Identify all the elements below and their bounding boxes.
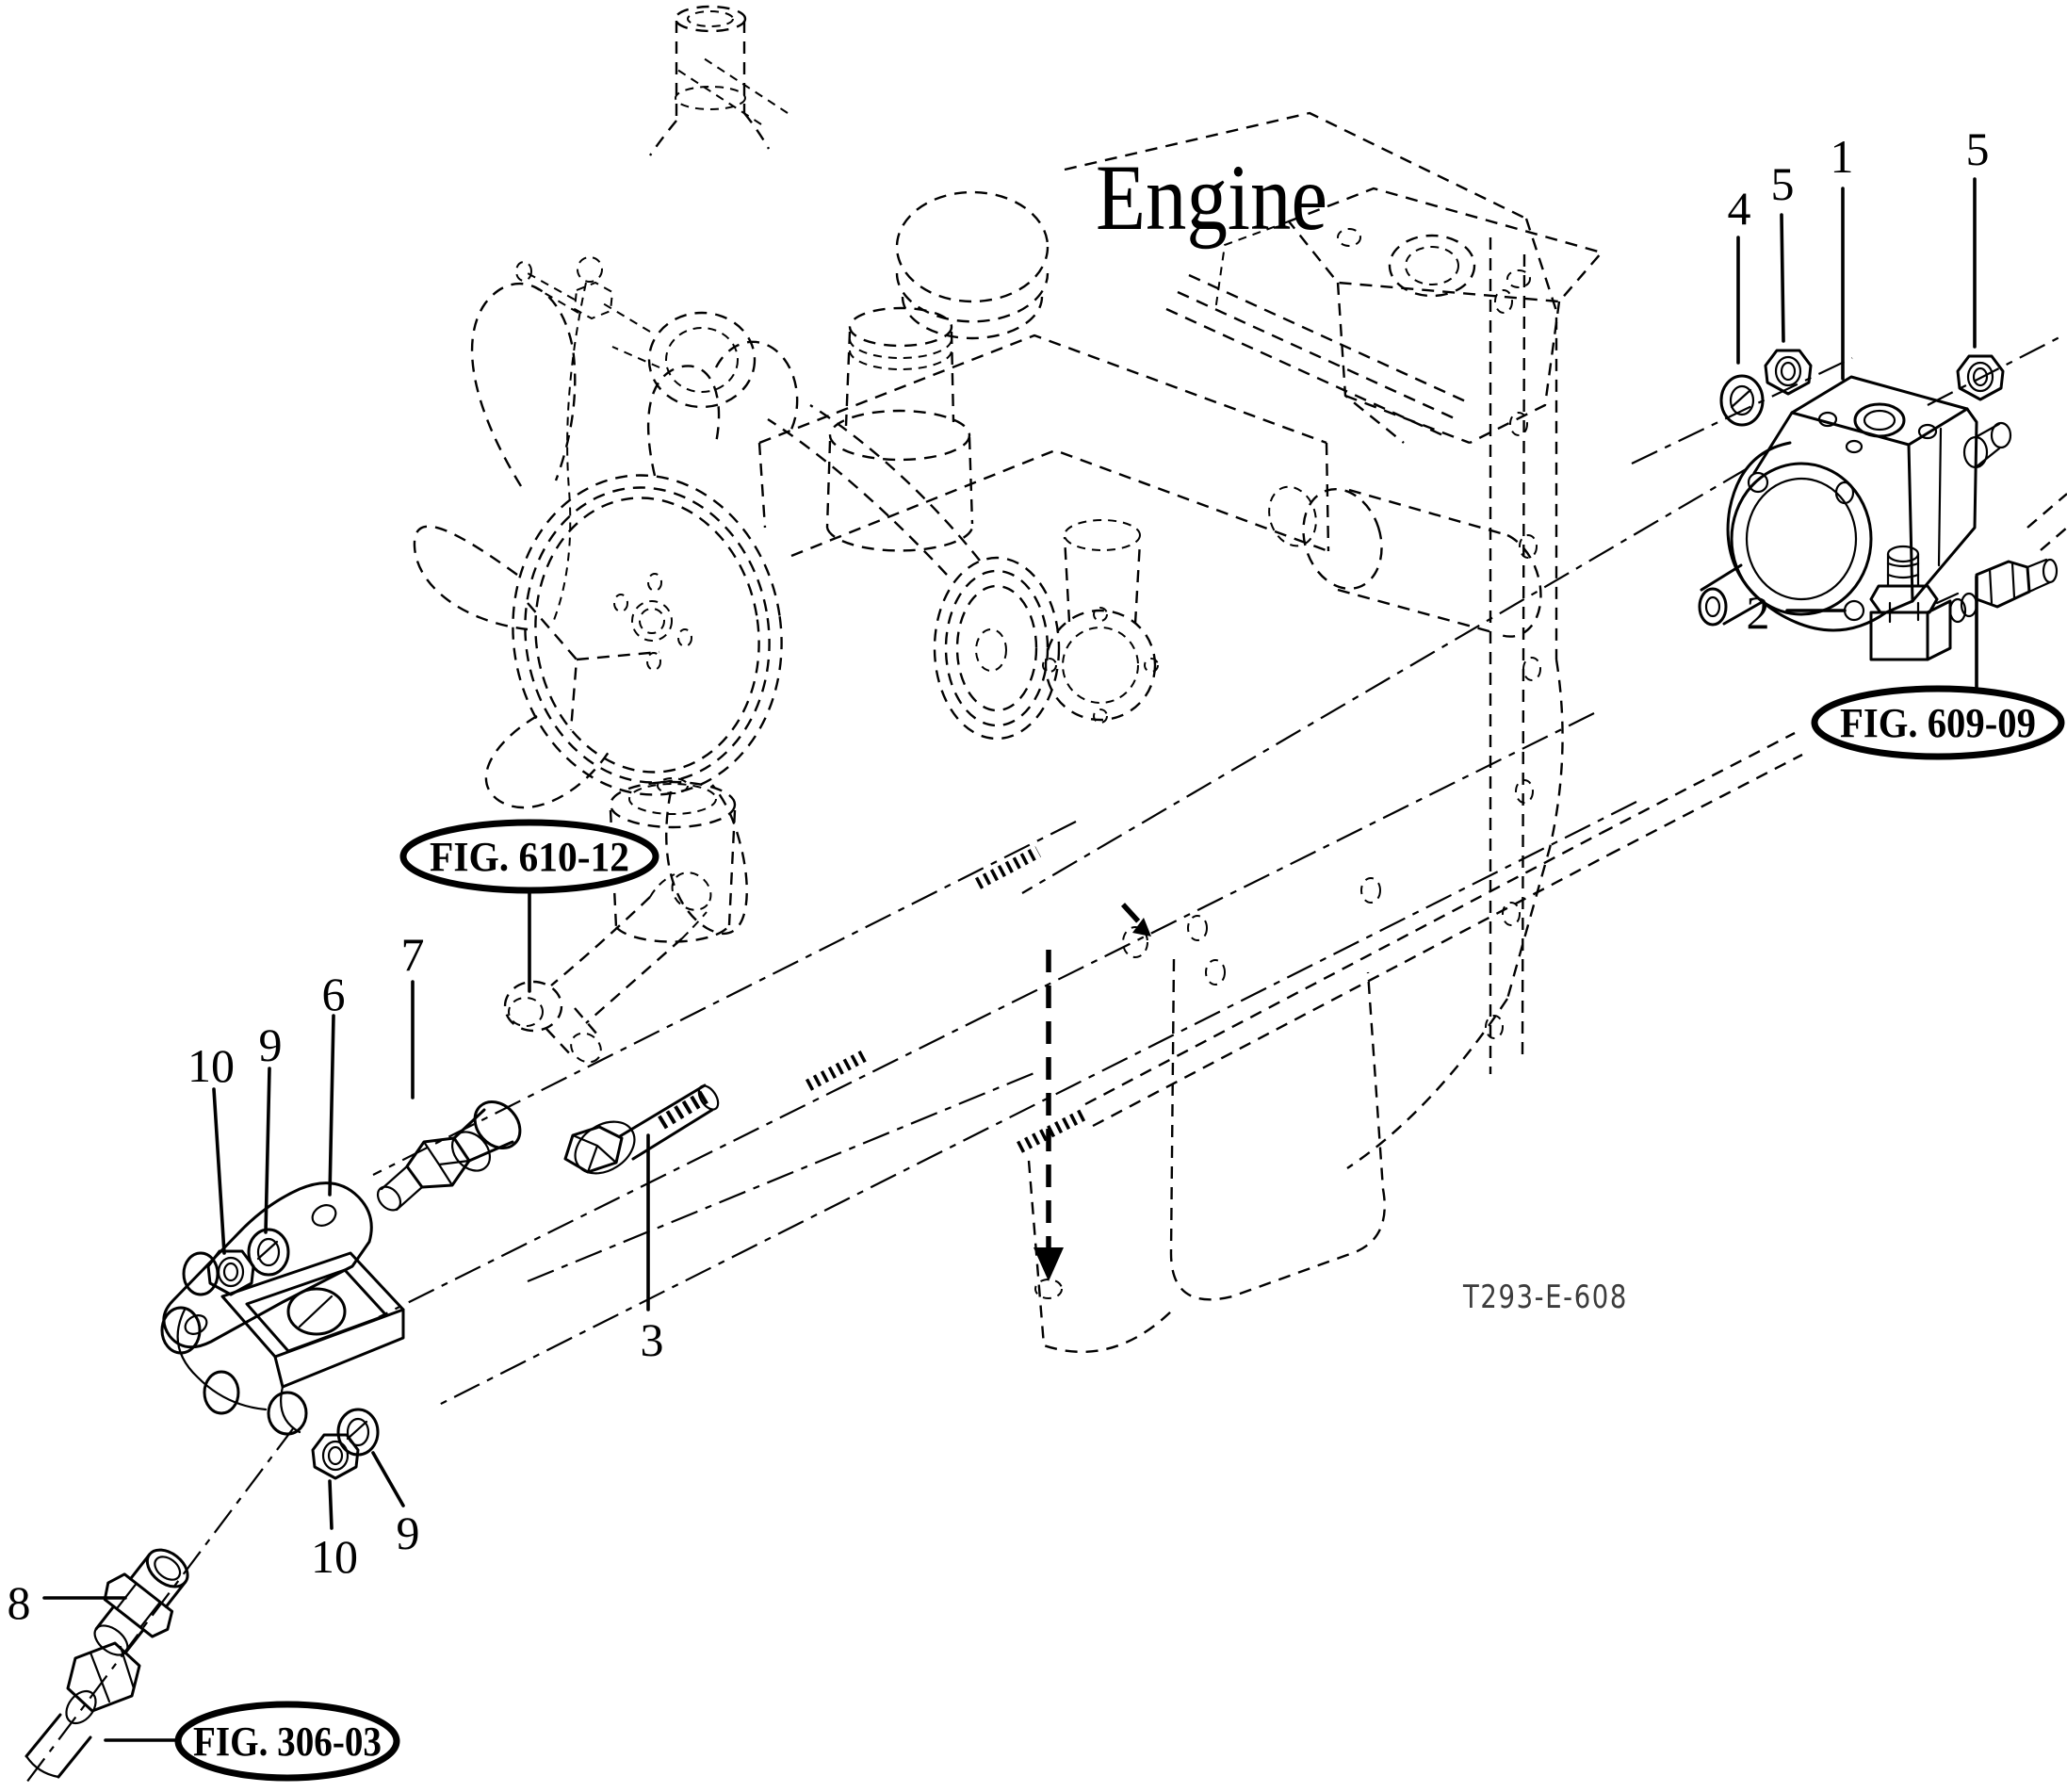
fig-ref-610-12[interactable]: FIG. 610-12 bbox=[399, 819, 659, 894]
callout-1: 1 bbox=[1831, 130, 1854, 183]
callout-7: 7 bbox=[401, 928, 425, 981]
callout-10-lower: 10 bbox=[311, 1530, 358, 1583]
callout-9-lower: 9 bbox=[397, 1507, 420, 1559]
engine-block bbox=[1027, 111, 1803, 1354]
callout-6: 6 bbox=[322, 968, 346, 1020]
fig-ref-306-03[interactable]: FIG. 306-03 bbox=[174, 1701, 400, 1782]
cylinder-head-edge bbox=[1165, 273, 1471, 439]
water-pump bbox=[515, 261, 799, 434]
callout-2: 2 bbox=[1747, 586, 1770, 639]
fig-ref-609-09[interactable]: FIG. 609-09 bbox=[1811, 685, 2065, 760]
breather-cap bbox=[825, 190, 1050, 552]
drawing-code: T293-E-608 bbox=[1462, 1279, 1628, 1316]
part-2-elbow-fitting bbox=[1869, 545, 1978, 661]
callout-5-right: 5 bbox=[1966, 122, 1990, 175]
engine-assembly bbox=[413, 5, 2067, 1354]
mounting-studs bbox=[805, 846, 1086, 1153]
fig-ref-609-09-label[interactable]: FIG. 609-09 bbox=[1840, 700, 2036, 746]
callout-5-left: 5 bbox=[1771, 157, 1795, 210]
part-9-washer-upper bbox=[247, 1228, 290, 1277]
oil-filler-neck bbox=[649, 5, 789, 156]
crank-pulley bbox=[767, 403, 1061, 741]
injection-pump bbox=[1042, 519, 1159, 724]
hose-coupling-right bbox=[1975, 558, 2059, 609]
center-lines bbox=[25, 336, 2060, 1784]
fig-ref-610-12-label[interactable]: FIG. 610-12 bbox=[430, 834, 629, 880]
part-4-spring-washer bbox=[1719, 374, 1765, 427]
hose-610-12 bbox=[503, 872, 712, 1064]
hose-609-09-dashed bbox=[2026, 493, 2067, 551]
callout-4: 4 bbox=[1728, 182, 1751, 235]
hose-306-03 bbox=[24, 1641, 141, 1779]
part-5-nut-left bbox=[1764, 349, 1813, 396]
valve-cover bbox=[757, 334, 1330, 558]
fig-ref-306-03-label[interactable]: FIG. 306-03 bbox=[193, 1719, 382, 1765]
oil-filter bbox=[609, 777, 737, 943]
insert-arrow bbox=[1034, 903, 1151, 1281]
part-6-pump bbox=[160, 1181, 405, 1436]
callout-8: 8 bbox=[8, 1576, 31, 1629]
leader-lines bbox=[42, 177, 1978, 1742]
part-10-nut-lower bbox=[311, 1433, 360, 1480]
part-7-switch bbox=[376, 1100, 522, 1212]
front-bracket bbox=[527, 256, 660, 731]
part-5-nut-right bbox=[1956, 354, 2005, 401]
part-3-bolt bbox=[563, 1083, 720, 1175]
engine-label: Engine bbox=[1096, 145, 1327, 250]
callout-3: 3 bbox=[641, 1313, 664, 1366]
part-1-hydraulic-pump bbox=[1698, 375, 2012, 632]
part-8-fitting bbox=[93, 1548, 189, 1656]
pump-mount-bracket bbox=[1214, 187, 1603, 445]
callout-numbers: 1 2 3 4 5 5 6 7 8 9 9 10 10 bbox=[8, 122, 1990, 1629]
starter-motor bbox=[1268, 485, 1542, 638]
callout-9-upper: 9 bbox=[259, 1018, 283, 1071]
callout-10-upper: 10 bbox=[187, 1039, 235, 1092]
